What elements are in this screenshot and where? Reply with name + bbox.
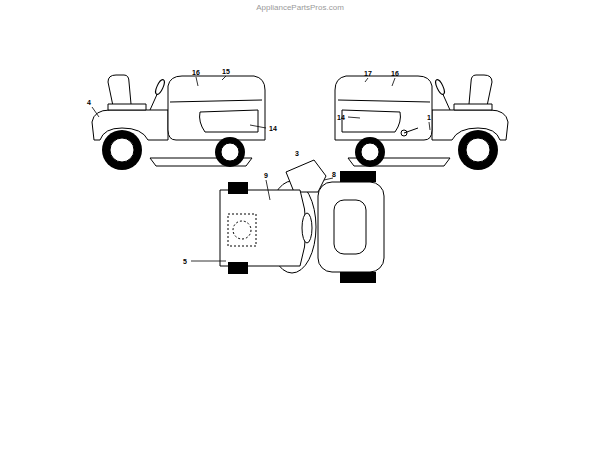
callout-number: 17 — [364, 70, 372, 77]
callout-number: 3 — [295, 150, 299, 157]
callout-number: 16 — [391, 70, 399, 77]
watermark: AppliancePartsPros.com — [256, 4, 344, 12]
callout-number: 14 — [269, 125, 277, 132]
callout-number: 4 — [87, 99, 91, 106]
callout-number: 5 — [183, 258, 187, 265]
callout-number: 15 — [222, 68, 230, 75]
callout-number: 9 — [264, 172, 268, 179]
callout-number: 1 — [427, 114, 431, 121]
callout-number: 14 — [337, 114, 345, 121]
callout-number: 16 — [192, 69, 200, 76]
callout-number: 8 — [332, 171, 336, 178]
